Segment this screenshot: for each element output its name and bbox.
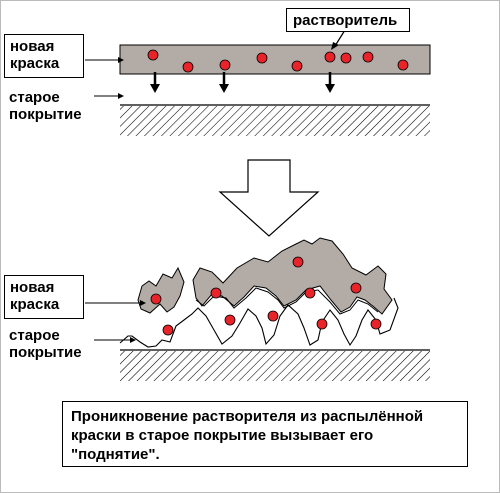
new-paint-label-top: новая краска — [4, 34, 84, 78]
solvent-dot — [182, 61, 194, 73]
solvent-dot — [162, 324, 174, 336]
solvent-dot — [350, 282, 362, 294]
solvent-dot — [267, 310, 279, 322]
solvent-dot — [147, 49, 159, 61]
label-pointers-bottom — [85, 300, 146, 343]
solvent-dot — [256, 52, 268, 64]
solvent-label: растворитель — [286, 8, 410, 32]
solvent-dot — [362, 51, 374, 63]
solvent-dot — [210, 287, 222, 299]
new-paint-layer-bottom — [192, 237, 393, 315]
solvent-dots-top — [147, 49, 409, 73]
solvent-dot — [324, 51, 336, 63]
solvent-dot — [340, 52, 352, 64]
substrate-bottom — [120, 351, 430, 381]
solvent-pointer-arrow — [331, 29, 346, 50]
solvent-dot — [291, 60, 303, 72]
paint-old-coating-interface — [195, 287, 379, 315]
old-coating-label-bottom: старое покрытие — [4, 324, 94, 368]
penetration-arrows — [150, 72, 335, 93]
solvent-dots-bottom — [150, 256, 382, 336]
transition-arrow — [218, 159, 320, 237]
solvent-dot — [304, 287, 316, 299]
new-paint-fragment-left — [137, 266, 185, 314]
solvent-dot — [397, 59, 409, 71]
substrate-top — [120, 106, 430, 136]
new-paint-layer-top — [119, 44, 431, 75]
solvent-dot — [224, 314, 236, 326]
caption-text: Проникновение растворителя из распылённо… — [71, 408, 424, 463]
caption-box: Проникновение растворителя из распылённо… — [62, 401, 468, 467]
solvent-dot — [150, 293, 162, 305]
solvent-dot — [316, 318, 328, 330]
solvent-dot — [370, 318, 382, 330]
new-paint-label-bottom: новая краска — [4, 275, 84, 319]
old-coating-label-top: старое покрытие — [4, 86, 94, 130]
old-coating-lifted-outline — [119, 297, 399, 348]
solvent-dot — [219, 59, 231, 71]
solvent-dot — [292, 256, 304, 268]
